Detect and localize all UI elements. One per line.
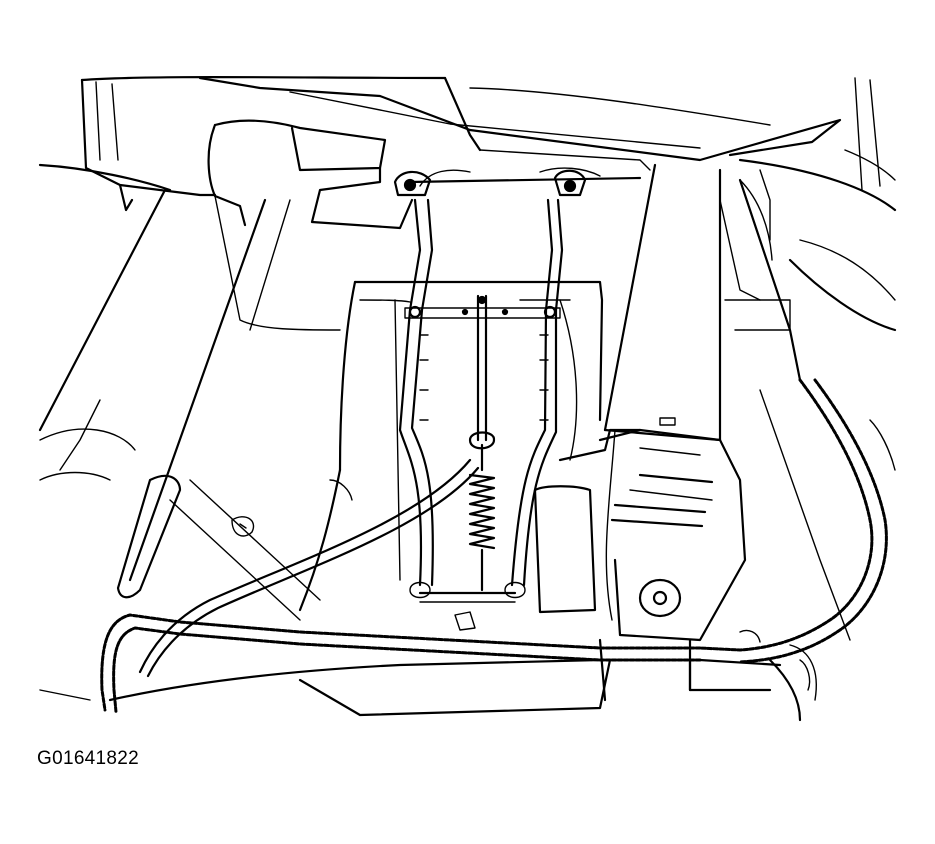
seat-belt-strap xyxy=(598,163,747,702)
brake-cable-assembly xyxy=(138,169,587,678)
figure-id-label: G01641822 xyxy=(37,748,140,769)
wiring-harness xyxy=(100,378,888,714)
floor-tunnel xyxy=(298,280,642,614)
upper-crossmember xyxy=(80,76,897,230)
right-body-panel xyxy=(719,169,897,641)
lower-rear-structure xyxy=(39,644,817,722)
left-body-panel xyxy=(38,163,341,621)
